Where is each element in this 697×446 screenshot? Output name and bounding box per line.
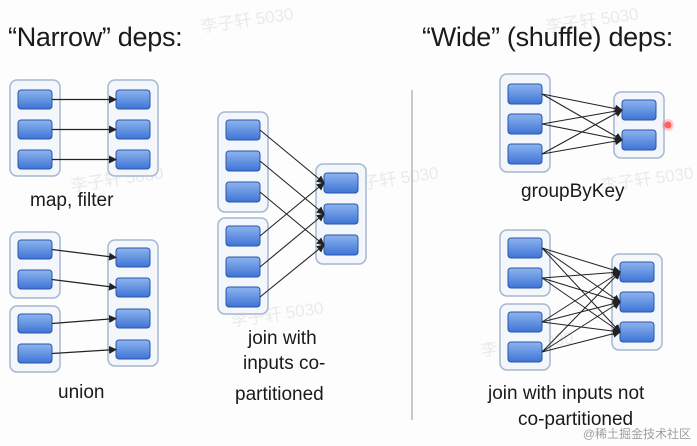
partition-block [115,339,151,360]
map-filter-diagram [9,79,159,177]
partition-block [507,83,543,105]
partition-block [619,321,655,343]
site-watermark: @稀土掘金技术社区 [582,427,691,441]
dependency-arrow [259,191,325,246]
partition-block [17,119,53,140]
map-filter-label: map, filter [30,190,114,211]
wide-deps-heading: “Wide” (shuffle) deps: [422,22,673,52]
group-by-key-diagram [499,73,665,173]
partition-block [507,113,543,135]
shuffle-arrow [541,247,621,274]
dependency-arrow [51,248,117,261]
dependency-arrow [259,244,325,298]
partition-block [621,99,657,121]
partition-block [115,149,151,170]
partition-block [507,237,543,259]
shuffle-arrow [541,137,623,155]
shuffle-arrow [541,329,621,353]
join-not-copartitioned-label-line2: co-partitioned [518,409,634,430]
dependency-arrow [259,160,325,215]
shuffle-arrow [541,109,623,155]
partition-block [115,119,151,140]
dependency-arrow [259,213,325,268]
dependency-arrow [51,315,117,325]
partition-block [507,311,543,333]
group-by-key-label: groupByKey [521,181,625,202]
shuffle-arrow [541,277,621,304]
union-label: union [58,382,105,403]
join-copartitioned-diagram [217,111,367,315]
shuffle-arrow [541,271,621,353]
join-copartitioned-label-line1: join with [248,328,317,349]
join-not-copartitioned-label-line1: join with inputs not [488,383,645,404]
shuffle-arrow [541,107,623,125]
partition-block [17,149,53,170]
dependency-arrow [259,129,325,184]
partition-block [323,203,359,225]
shuffle-arrow [541,277,621,333]
narrow-deps-heading: “Narrow” deps: [8,22,183,52]
shuffle-arrow [541,268,621,279]
shuffle-arrow [541,93,623,113]
cursor-pointer-dot [664,121,672,129]
partition-block [323,172,359,194]
join-copartitioned-label-line3: partitioned [235,384,324,405]
partition-block [115,247,151,268]
partition-block [225,286,261,308]
partition-block [17,343,53,364]
partition-block [17,269,53,290]
join-not-copartitioned-diagram [499,229,663,371]
partition-block [507,341,543,363]
partition-block [507,143,543,165]
partition-block [115,277,151,298]
partition-block [225,119,261,141]
shuffle-arrow [541,301,621,353]
partition-block [619,291,655,313]
partition-block [507,267,543,289]
partition-block [225,256,261,278]
partition-block [17,89,53,110]
join-copartitioned-label-line2: inputs co- [243,353,326,374]
partition-block [225,181,261,203]
partition-block [115,308,151,329]
partition-block [621,129,657,151]
dependency-arrow [51,278,117,291]
dependency-arrow [259,182,325,237]
partition-block [17,313,53,334]
shuffle-arrow [541,271,621,323]
partition-block [323,234,359,256]
union-diagram [9,231,159,373]
partition-block [619,261,655,283]
rdd-box [107,239,159,367]
cursor-pointer-halo [662,119,674,131]
partition-block [225,225,261,247]
partition-block [225,150,261,172]
partition-block [115,89,151,110]
dependency-arrow [51,345,117,355]
partition-block [17,239,53,260]
